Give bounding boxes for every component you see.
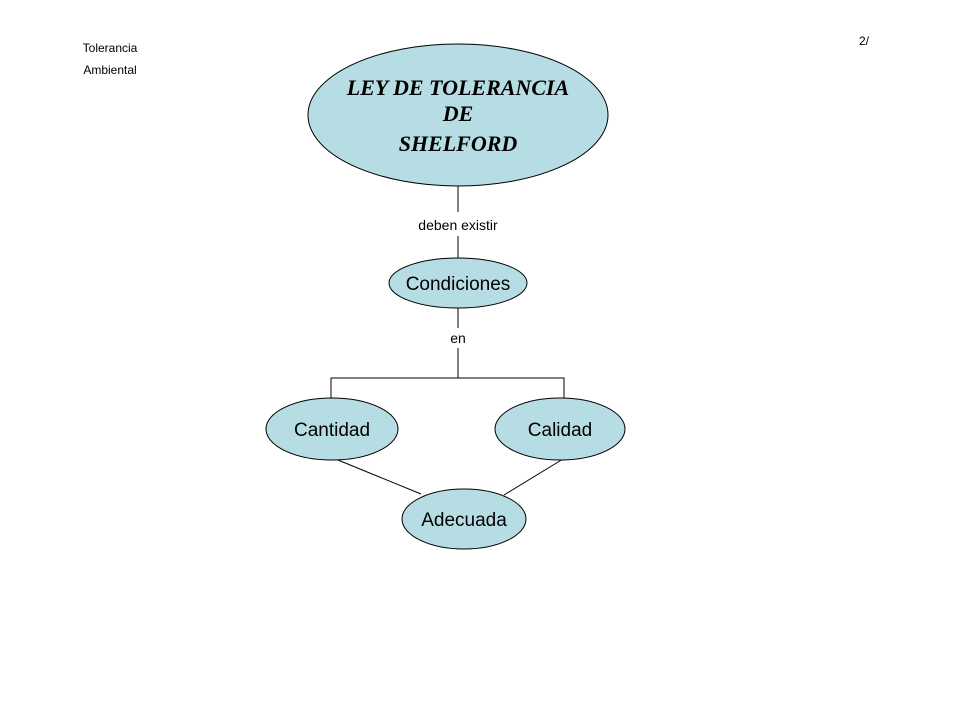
title-line-1: LEY DE TOLERANCIA — [346, 75, 569, 100]
title-line-2: DE — [442, 101, 474, 126]
quality-node — [494, 397, 626, 461]
header-title: Tolerancia Ambiental — [60, 37, 160, 81]
title-node — [307, 43, 609, 187]
quantity-label: Cantidad — [294, 420, 370, 441]
quality-label: Calidad — [528, 420, 592, 441]
header-line-2: Ambiental — [83, 63, 137, 77]
quantity-node — [265, 397, 399, 461]
title-line-3: SHELFORD — [399, 131, 518, 156]
edge-quality-to-adequate — [503, 458, 564, 496]
adequate-label: Adecuada — [421, 510, 507, 531]
edge-label-must-exist: deben existir — [418, 217, 498, 233]
edge-label-in: en — [450, 330, 466, 346]
edge-quantity-to-adequate — [337, 459, 422, 495]
page-number: 2/ — [858, 34, 869, 48]
branch-connector — [330, 377, 565, 400]
adequate-node — [401, 488, 527, 550]
conditions-node — [388, 257, 528, 309]
header-line-1: Tolerancia — [82, 41, 138, 55]
conditions-label: Condiciones — [406, 274, 511, 295]
